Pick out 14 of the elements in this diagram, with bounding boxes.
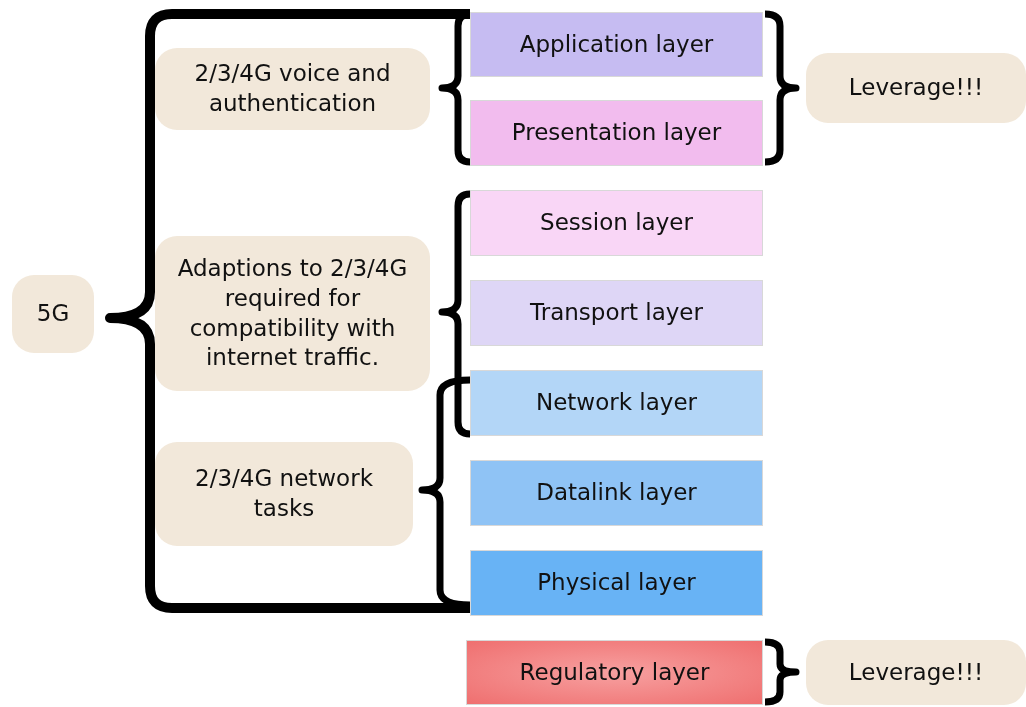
layer-box: Datalink layer xyxy=(470,460,763,526)
note-box: Adaptions to 2/3/4G required for compatibility with internet traffic. xyxy=(155,236,430,391)
note-box: 2/3/4G network tasks xyxy=(155,442,413,546)
note-box: Leverage!!! xyxy=(806,640,1026,705)
layer-box: Session layer xyxy=(470,190,763,256)
note-box: 2/3/4G voice and authentication xyxy=(155,48,430,130)
layer-box: Network layer xyxy=(470,370,763,436)
layer-box: Transport layer xyxy=(470,280,763,346)
note-box: 5G xyxy=(12,275,94,353)
layer-box: Physical layer xyxy=(470,550,763,616)
note-box: Leverage!!! xyxy=(806,53,1026,123)
layer-box: Regulatory layer xyxy=(466,640,763,705)
layer-box: Application layer xyxy=(470,12,763,77)
layer-box: Presentation layer xyxy=(470,100,763,166)
